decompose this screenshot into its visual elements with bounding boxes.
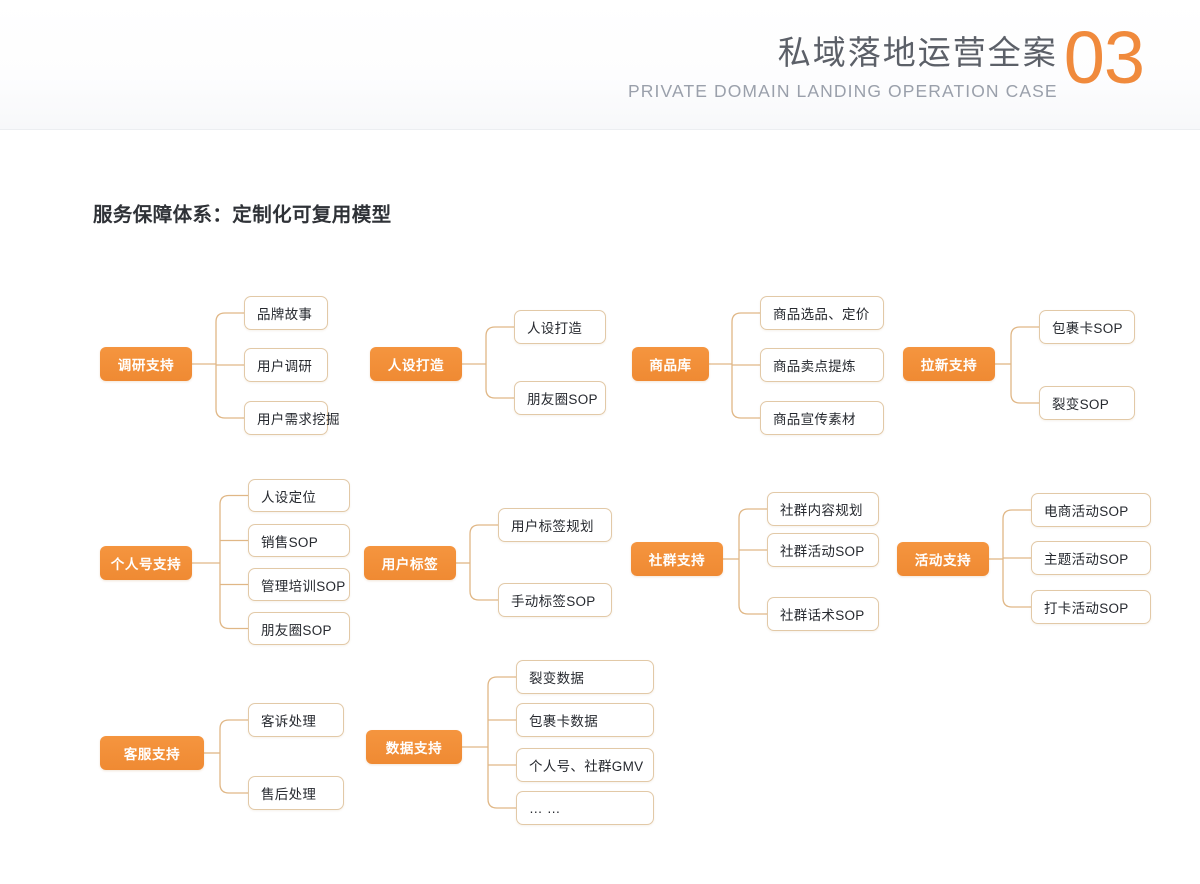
header-title-cn: 私域落地运营全案 bbox=[777, 34, 1058, 71]
diagram-child-node[interactable]: 社群活动SOP bbox=[767, 533, 879, 567]
diagram-parent-node[interactable]: 社群支持 bbox=[631, 542, 723, 576]
diagram-parent-node[interactable]: 个人号支持 bbox=[100, 546, 192, 580]
diagram-child-node[interactable]: 品牌故事 bbox=[244, 296, 328, 330]
diagram-child-node[interactable]: 朋友圈SOP bbox=[514, 381, 606, 415]
diagram-child-node[interactable]: 裂变SOP bbox=[1039, 386, 1135, 420]
diagram-parent-node[interactable]: 商品库 bbox=[632, 347, 709, 381]
diagram-parent-node[interactable]: 拉新支持 bbox=[903, 347, 995, 381]
connector-path bbox=[731, 312, 760, 419]
page-title: 服务保障体系：定制化可复用模型 bbox=[93, 204, 392, 226]
diagram-child-node[interactable]: 个人号、社群GMV bbox=[516, 748, 654, 782]
connector-path bbox=[469, 524, 498, 601]
diagram-child-node[interactable]: 用户标签规划 bbox=[498, 508, 612, 542]
header-text-block: 私域落地运营全案 PRIVATE DOMAIN LANDING OPERATIO… bbox=[628, 26, 1058, 104]
diagram-child-node[interactable]: 电商活动SOP bbox=[1031, 493, 1151, 527]
page-header: 私域落地运营全案 PRIVATE DOMAIN LANDING OPERATIO… bbox=[0, 0, 1200, 130]
diagram-parent-node[interactable]: 人设打造 bbox=[370, 347, 462, 381]
diagram-child-node[interactable]: … … bbox=[516, 791, 654, 825]
header-title-en: PRIVATE DOMAIN LANDING OPERATION CASE bbox=[628, 80, 1058, 101]
diagram-child-node[interactable]: 打卡活动SOP bbox=[1031, 590, 1151, 624]
diagram-child-node[interactable]: 售后处理 bbox=[248, 776, 344, 810]
diagram-parent-node[interactable]: 调研支持 bbox=[100, 347, 192, 381]
diagram-child-node[interactable]: 用户调研 bbox=[244, 348, 328, 382]
diagram-child-node[interactable]: 包裹卡数据 bbox=[516, 703, 654, 737]
diagram-parent-node[interactable]: 活动支持 bbox=[897, 542, 989, 576]
diagram-child-node[interactable]: 客诉处理 bbox=[248, 703, 344, 737]
diagram-parent-node[interactable]: 数据支持 bbox=[366, 730, 462, 764]
connector-path bbox=[485, 326, 514, 399]
diagram-child-node[interactable]: 销售SOP bbox=[248, 524, 350, 557]
header-section-number: 03 bbox=[1063, 16, 1145, 99]
diagram-child-node[interactable]: 商品宣传素材 bbox=[760, 401, 884, 435]
diagram-child-node[interactable]: 社群话术SOP bbox=[767, 597, 879, 631]
diagram-child-node[interactable]: 商品卖点提炼 bbox=[760, 348, 884, 382]
connector-path bbox=[738, 508, 767, 615]
diagram-child-node[interactable]: 主题活动SOP bbox=[1031, 541, 1151, 575]
diagram-child-node[interactable]: 包裹卡SOP bbox=[1039, 310, 1135, 344]
connector-path bbox=[219, 719, 248, 794]
diagram-child-node[interactable]: 商品选品、定价 bbox=[760, 296, 884, 330]
diagram-child-node[interactable]: 管理培训SOP bbox=[248, 568, 350, 601]
diagram-child-node[interactable]: 朋友圈SOP bbox=[248, 612, 350, 645]
connector-path bbox=[487, 676, 516, 809]
diagram-child-node[interactable]: 人设定位 bbox=[248, 479, 350, 512]
diagram-child-node[interactable]: 裂变数据 bbox=[516, 660, 654, 694]
diagram-child-node[interactable]: 人设打造 bbox=[514, 310, 606, 344]
diagram-parent-node[interactable]: 用户标签 bbox=[364, 546, 456, 580]
connector-path bbox=[215, 312, 244, 419]
connector-path bbox=[219, 494, 248, 630]
connector-path bbox=[1010, 326, 1039, 404]
diagram-child-node[interactable]: 社群内容规划 bbox=[767, 492, 879, 526]
diagram-child-node[interactable]: 手动标签SOP bbox=[498, 583, 612, 617]
connector-path bbox=[1002, 509, 1031, 608]
header-content: 私域落地运营全案 PRIVATE DOMAIN LANDING OPERATIO… bbox=[628, 16, 1145, 104]
diagram-child-node[interactable]: 用户需求挖掘 bbox=[244, 401, 340, 435]
diagram-parent-node[interactable]: 客服支持 bbox=[100, 736, 204, 770]
